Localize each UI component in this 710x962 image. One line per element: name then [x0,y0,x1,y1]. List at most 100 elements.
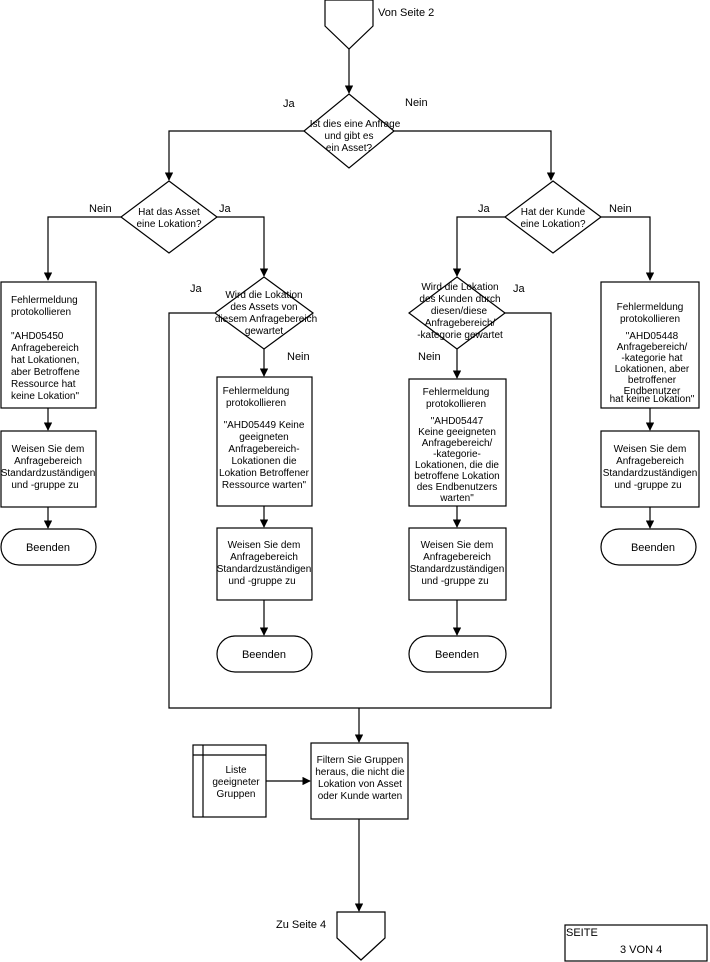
decision-yes-label: Ja [283,98,296,110]
process-line: Fehlermeldung [223,386,290,397]
process-line: und -gruppe zu [421,576,488,587]
decision-yes-label: Ja [478,203,491,215]
process-line: -kategorie hat [621,353,682,364]
process-line: Anfragebereich [616,456,684,467]
process-line: Standardzuständigen [410,564,505,575]
decision-no-label: Nein [405,97,428,109]
decision-request-asset: Ist dies eine Anfrage und gibt es ein As… [283,93,428,169]
process-line: Ressource hat [11,379,76,390]
decision-line: Wird die Lokation [421,282,498,293]
process-line: "AHD05447 [431,416,484,427]
decision-line: und gibt es [325,131,374,142]
decision-yes-label: Ja [513,283,526,295]
terminal-label: Beenden [242,649,286,661]
terminal-end-1: Beenden [0,528,97,566]
process-assign-default-2: Weisen Sie dem Anfragebereich Standardzu… [216,527,313,601]
process-line: Keine geeigneten [418,427,496,438]
data-store-line: Gruppen [217,789,256,800]
process-line: Lokationen, aber [615,364,690,375]
decision-no-label: Nein [89,203,112,215]
process-line: Fehlermeldung [617,302,684,313]
data-store-line: geeigneter [212,777,260,788]
process-assign-default-1: Weisen Sie dem Anfragebereich Standardzu… [0,430,97,508]
decision-customer-location-serviced: Wird die Lokation des Kunden durch diese… [408,276,526,363]
decision-line: Hat der Kunde [521,207,586,218]
decision-line: des Kunden durch [419,294,500,305]
decision-line: gewartet [245,326,284,337]
process-line: Anfragebereich- [228,444,299,455]
process-line: Anfragebereich [11,343,79,354]
process-line: Weisen Sie dem [421,540,494,551]
process-line: "AHD05450 [11,331,64,342]
process-line: -kategorie- [433,449,481,460]
process-assign-default-3: Weisen Sie dem Anfragebereich Standardzu… [408,527,507,601]
process-assign-default-4: Weisen Sie dem Anfragebereich Standardzu… [600,430,700,508]
connector-lines [43,49,655,912]
decision-line: diesem Anfragebereich [215,314,317,325]
process-line: Lokationen die [231,456,296,467]
process-line: Standardzuständigen [217,564,312,575]
from-page-label: Von Seite 2 [378,7,434,19]
process-line: Lokationen, die die [415,460,499,471]
process-log-ahd05448: Fehlermeldung protokollieren "AHD05448 A… [600,281,700,409]
process-log-ahd05449: Fehlermeldung protokollieren "AHD05449 K… [216,376,313,507]
process-line: oder Kunde warten [318,791,403,802]
process-line: und -gruppe zu [11,480,78,491]
process-line: Anfragebereich/ [617,342,688,353]
process-line: Endbenutzer [624,386,681,397]
process-line: Anfragebereich [423,552,491,563]
process-log-ahd05450: Fehlermeldung protokollieren "AHD05450 A… [0,281,97,409]
process-line: des Endbenutzers [417,482,498,493]
decision-no-label: Nein [609,203,632,215]
process-line: Anfragebereich [230,552,298,563]
decision-line: Wird die Lokation [225,290,302,301]
decision-asset-location-serviced: Wird die Lokation des Assets von diesem … [190,276,317,363]
process-line: protokollieren [11,307,71,318]
process-line: und -gruppe zu [228,576,295,587]
process-line: aber Betroffene [11,367,80,378]
process-line: "AHD05448 [626,331,679,342]
process-line: protokollieren [426,399,486,410]
process-line: keine Lokation" [11,391,79,402]
process-line: Lokation Betroffener [219,468,310,479]
decision-line: ein Asset? [326,143,373,154]
data-store-eligible-groups: Liste geeigneter Gruppen [192,744,267,818]
process-line: warten" [439,493,474,504]
terminal-label: Beenden [26,542,70,554]
process-line: hat keine Lokation" [610,394,695,405]
data-store-line: Liste [225,765,247,776]
process-log-ahd05447: Fehlermeldung protokollieren "AHD05447 K… [408,378,507,507]
process-line: Weisen Sie dem [12,444,85,455]
decision-line: diesen/diese [431,306,488,317]
process-line: Fehlermeldung [423,387,490,398]
decision-no-label: Nein [418,351,441,363]
offpage-connector-from: Von Seite 2 [324,0,434,50]
to-page-label: Zu Seite 4 [276,919,326,931]
page-box-number: 3 VON 4 [620,944,662,956]
process-line: hat Lokationen, [11,355,79,366]
process-line: protokollieren [620,314,680,325]
terminal-label: Beenden [631,542,675,554]
process-line: Standardzuständigen [1,468,96,479]
decision-asset-location: Hat das Asset eine Lokation? Nein Ja [89,180,232,254]
process-line: und -gruppe zu [614,480,681,491]
process-line: Fehlermeldung [11,295,78,306]
terminal-end-2: Beenden [216,635,313,673]
process-filter-groups: Filtern Sie Gruppen heraus, die nicht di… [310,742,409,820]
process-line: heraus, die nicht die [315,767,405,778]
process-line: Weisen Sie dem [228,540,301,551]
decision-line: Hat das Asset [138,207,200,218]
process-line: Anfragebereich [14,456,82,467]
decision-line: des Assets von [230,302,297,313]
process-line: Anfragebereich/ [422,438,493,449]
decision-line: Anfragebereich/ [425,318,496,329]
process-line: protokollieren [226,398,286,409]
terminal-label: Beenden [435,649,479,661]
decision-line: Ist dies eine Anfrage [310,119,401,130]
terminal-end-4: Beenden [600,528,697,566]
decision-no-label: Nein [287,351,310,363]
decision-customer-location: Hat der Kunde eine Lokation? Ja Nein [478,180,632,254]
decision-yes-label: Ja [219,203,232,215]
process-line: geeigneten [239,432,289,443]
